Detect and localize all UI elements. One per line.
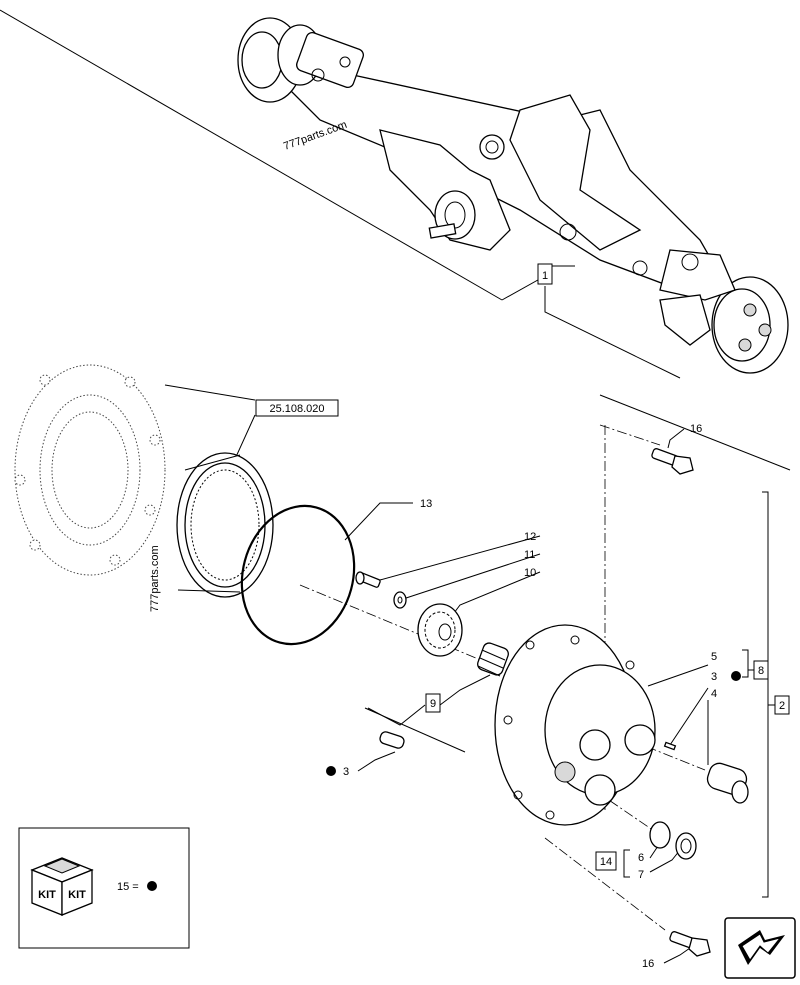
callout-11: 11 [524, 549, 535, 561]
kit-legend: KIT KIT 15 = [18, 827, 190, 949]
watermark-top: 777parts.com [282, 119, 349, 153]
ref-box-8[interactable]: 8 [753, 660, 769, 680]
callout-6: 6 [638, 852, 644, 864]
callout-13: 13 [420, 498, 432, 510]
leader-lines [0, 9, 791, 964]
callout-16-top: 16 [690, 423, 702, 435]
svg-text:KIT: KIT [68, 889, 86, 901]
callout-5: 5 [711, 651, 717, 663]
filled-dot-icon [731, 671, 741, 681]
ref-box-25-108-020[interactable]: 25.108.020 [255, 399, 339, 417]
ref-box-1[interactable]: 1 [537, 263, 553, 285]
callout-3-right: 3 [711, 671, 717, 683]
seal-plug-6-7 [649, 821, 697, 860]
axle-assembly-illustration [237, 17, 789, 374]
ref-box-14[interactable]: 14 [595, 851, 617, 871]
svg-text:9: 9 [430, 698, 436, 710]
pin-3 [379, 731, 405, 749]
svg-text:14: 14 [600, 856, 612, 868]
callout-16-bottom: 16 [642, 958, 654, 970]
kit-legend-label: 15 = [117, 881, 139, 893]
callout-labels: 13 12 11 10 16 5 3 4 3 6 7 16 [343, 423, 717, 970]
svg-text:KIT: KIT [38, 889, 56, 901]
callout-7: 7 [638, 869, 644, 881]
kit-box-icon: KIT KIT [30, 857, 94, 916]
arrow-navigate-icon [738, 930, 785, 965]
callout-3-left: 3 [343, 766, 349, 778]
filled-dot-icon [147, 881, 157, 891]
filled-dot-icon [326, 766, 336, 776]
ref-box-2[interactable]: 2 [774, 695, 790, 715]
callout-4: 4 [711, 688, 717, 700]
planet-carrier-housing [494, 624, 656, 826]
ref-box-9[interactable]: 9 [425, 693, 441, 713]
callout-10: 10 [524, 567, 536, 579]
watermark-left: 777parts.com [149, 545, 161, 612]
svg-text:2: 2 [779, 700, 785, 712]
callout-12: 12 [524, 531, 536, 543]
planet-parts [355, 571, 509, 677]
navigate-button[interactable] [724, 917, 796, 979]
svg-text:1: 1 [542, 270, 548, 282]
svg-text:8: 8 [758, 665, 764, 677]
hub-carrier-ghost [14, 364, 166, 576]
ring-gear [176, 452, 274, 598]
svg-text:25.108.020: 25.108.020 [269, 403, 324, 415]
o-ring-13 [240, 504, 356, 646]
bolts-16 [651, 448, 711, 957]
pins-4-5 [663, 741, 749, 804]
